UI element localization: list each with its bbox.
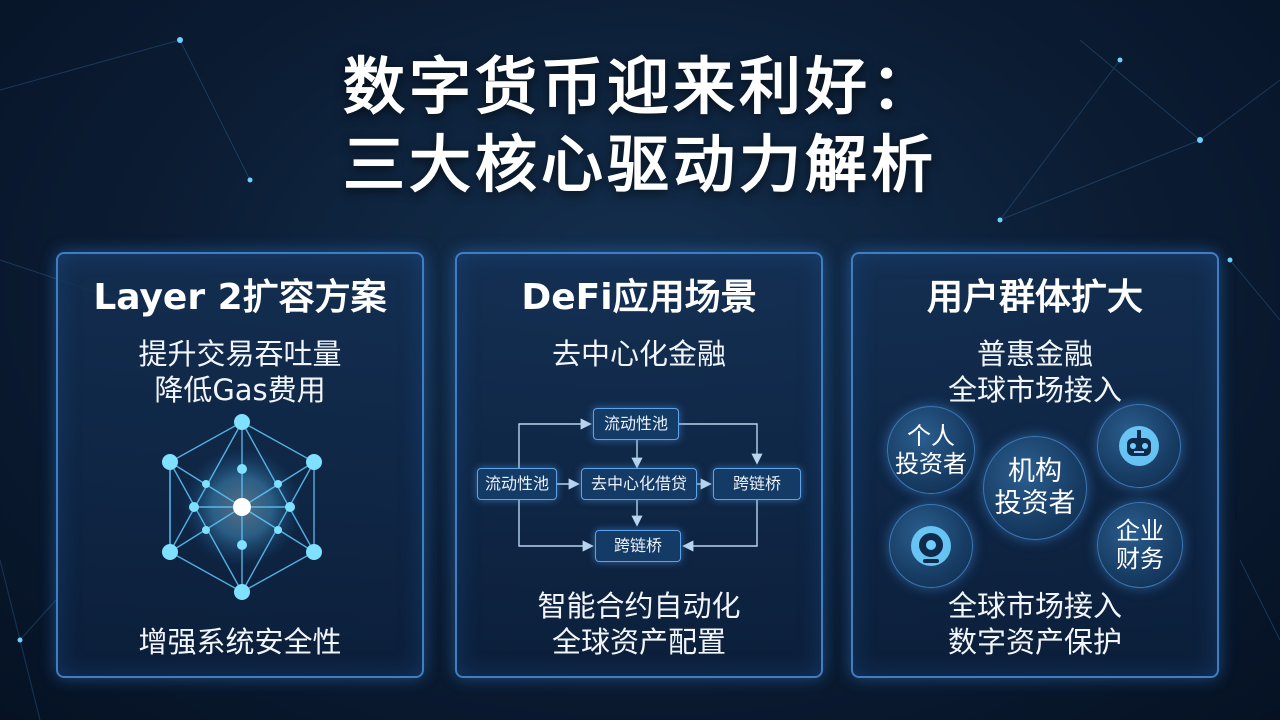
bubble-label: 投资者 bbox=[895, 450, 967, 478]
card-title: 用户群体扩大 bbox=[926, 277, 1143, 318]
card-line: 全球市场接入 bbox=[947, 373, 1122, 407]
card-footer-line: 智能合约自动化 bbox=[537, 589, 741, 623]
card-line: 普惠金融 bbox=[976, 337, 1093, 371]
flow-box-top: 流动性池 bbox=[593, 408, 679, 440]
card-line: 提升交易吞吐量 bbox=[138, 337, 342, 371]
card-footer-line: 全球资产配置 bbox=[551, 625, 726, 659]
card-defi: DeFi应用场景 去中心化金融 流动性池 流动性池 去中心化借贷 跨链桥 跨链桥… bbox=[455, 252, 823, 678]
card-title: Layer 2扩容方案 bbox=[93, 277, 387, 318]
robot-face-icon bbox=[889, 504, 973, 588]
flow-box-left: 流动性池 bbox=[477, 468, 557, 500]
bubble-label: 机构 bbox=[1008, 456, 1062, 487]
robot-icon bbox=[1097, 404, 1181, 488]
robot-face-icon bbox=[911, 526, 951, 566]
flow-arrows bbox=[518, 418, 763, 552]
bubble-individual-investor: 个人 投资者 bbox=[887, 406, 975, 494]
flow-box-right: 跨链桥 bbox=[713, 468, 801, 500]
card-footer-line: 全球市场接入 bbox=[947, 589, 1122, 623]
bubble-institutional-investor: 机构 投资者 bbox=[983, 436, 1087, 540]
card-footer: 增强系统安全性 bbox=[138, 625, 342, 659]
card-title: DeFi应用场景 bbox=[521, 277, 757, 318]
bubble-label: 财务 bbox=[1116, 545, 1164, 573]
card-users: 用户群体扩大 普惠金融 全球市场接入 个人 投资者 机构 投资者 企业 财务 全… bbox=[851, 252, 1219, 678]
card-line: 降低Gas费用 bbox=[154, 373, 326, 407]
card-footer-line: 数字资产保护 bbox=[947, 625, 1122, 659]
card-layer2: Layer 2扩容方案 提升交易吞吐量 降低Gas费用 bbox=[56, 252, 424, 678]
bubble-label: 个人 bbox=[907, 422, 955, 450]
flow-box-bottom: 跨链桥 bbox=[595, 530, 681, 562]
hexagon-network-icon bbox=[162, 414, 322, 600]
bubble-label: 投资者 bbox=[994, 488, 1076, 519]
robot-icon bbox=[1119, 426, 1159, 466]
flow-box-center: 去中心化借贷 bbox=[581, 468, 697, 500]
bubble-enterprise-finance: 企业 财务 bbox=[1097, 502, 1183, 588]
page-title: 数字货币迎来利好： 三大核心驱动力解析 bbox=[0, 48, 1280, 204]
card-subtitle: 去中心化金融 bbox=[551, 337, 726, 371]
title-line-2: 三大核心驱动力解析 bbox=[342, 128, 937, 201]
bubble-label: 企业 bbox=[1116, 517, 1164, 545]
title-line-1: 数字货币迎来利好： bbox=[342, 50, 937, 123]
